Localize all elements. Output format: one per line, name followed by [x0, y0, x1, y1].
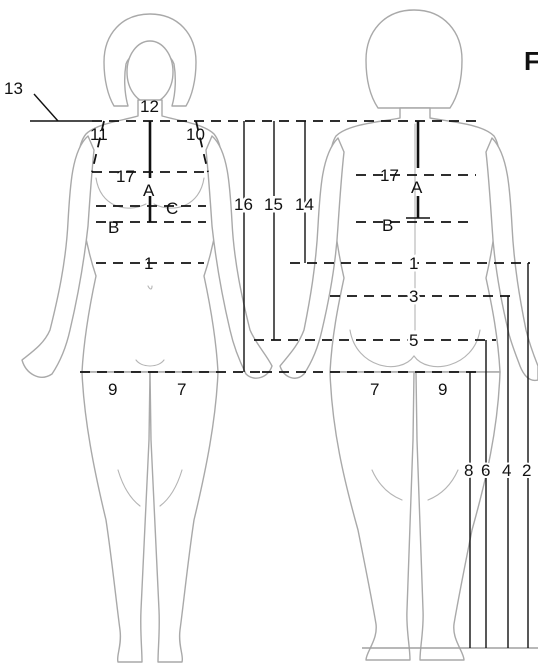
label-10: 10	[186, 125, 205, 144]
front-face	[127, 41, 173, 103]
label-5-back: 5	[409, 331, 418, 350]
label-1-front: 1	[144, 254, 153, 273]
label-c-front: C	[166, 199, 178, 218]
front-left-leg	[82, 372, 150, 662]
label-7-back: 7	[370, 380, 379, 399]
front-right-leg	[150, 372, 218, 662]
label-15: 15	[264, 195, 283, 214]
label-b-front: B	[108, 218, 119, 237]
back-right-leg	[416, 372, 500, 660]
label-9-back: 9	[438, 380, 447, 399]
label-11: 11	[90, 125, 108, 144]
label-7-front: 7	[177, 380, 186, 399]
back-hair	[366, 10, 462, 108]
back-left-leg	[330, 372, 414, 660]
label-17-back: 17	[380, 166, 399, 185]
leader-13	[34, 94, 58, 121]
label-16: 16	[234, 195, 253, 214]
label-8: 8	[464, 461, 473, 480]
label-17-front: 17	[116, 167, 135, 186]
header-letter: F	[524, 46, 538, 76]
front-left-arm	[22, 136, 94, 377]
label-6: 6	[481, 461, 490, 480]
label-12: 12	[140, 97, 159, 116]
label-1-back: 1	[409, 254, 418, 273]
label-2: 2	[522, 461, 531, 480]
label-a-back: A	[411, 178, 423, 197]
label-4: 4	[502, 461, 511, 480]
label-13: 13	[4, 79, 23, 98]
label-14: 14	[295, 195, 314, 214]
label-b-back: B	[382, 216, 393, 235]
label-a-front: A	[143, 181, 155, 200]
label-9-front: 9	[108, 380, 117, 399]
label-3-back: 3	[409, 287, 418, 306]
